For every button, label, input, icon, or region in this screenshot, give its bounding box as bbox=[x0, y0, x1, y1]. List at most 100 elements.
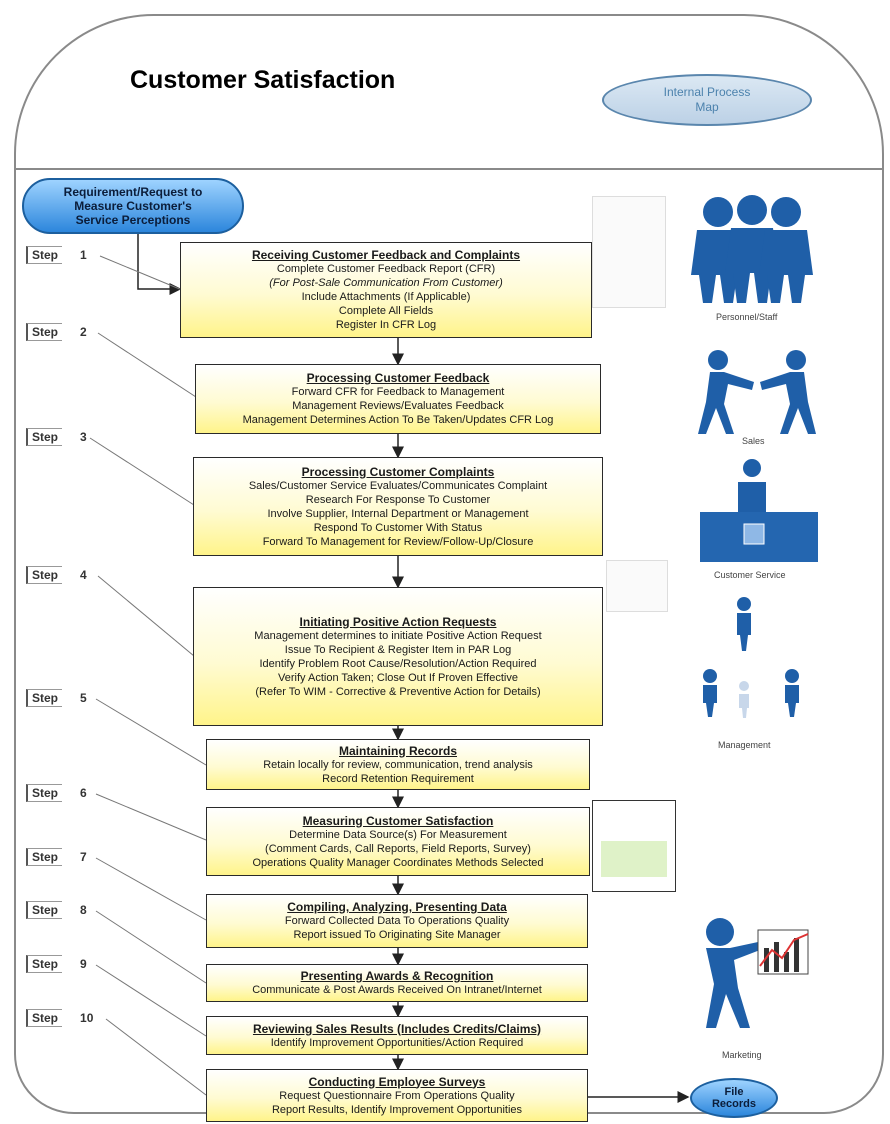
step-word: Step bbox=[26, 901, 63, 919]
step-word: Step bbox=[26, 1009, 63, 1027]
step-label: Step 2 bbox=[26, 323, 87, 341]
start-node-line: Measure Customer's bbox=[74, 199, 192, 213]
step-line: (For Post-Sale Communication From Custom… bbox=[269, 277, 503, 289]
step-pointer-line bbox=[95, 793, 207, 841]
step-9-box: Reviewing Sales Results (Includes Credit… bbox=[206, 1016, 588, 1055]
step-line: Operations Quality Manager Coordinates M… bbox=[252, 856, 544, 869]
step-line: Management Determines Action To Be Taken… bbox=[242, 414, 554, 426]
management-figures-icon bbox=[703, 597, 799, 718]
document-thumbnail bbox=[592, 196, 666, 308]
step-pointer-line bbox=[97, 332, 197, 398]
step-word: Step bbox=[26, 323, 63, 341]
step-line: Sales/Customer Service Evaluates/Communi… bbox=[248, 479, 548, 492]
document-thumbnail bbox=[606, 560, 668, 612]
step-line: Request Questionnaire From Operations Qu… bbox=[279, 1089, 515, 1102]
step-1-box: Receiving Customer Feedback and Complain… bbox=[180, 242, 592, 338]
file-records-line: File bbox=[724, 1086, 744, 1098]
step-number: 10 bbox=[80, 1011, 94, 1025]
step-line: Forward Collected Data To Operations Qua… bbox=[284, 915, 510, 927]
step-line: Respond To Customer With Status bbox=[313, 521, 483, 534]
step-label: Step 10 bbox=[26, 1009, 93, 1027]
step-4-box: Initiating Positive Action Requests Mana… bbox=[193, 587, 603, 726]
step-line: Research For Response To Customer bbox=[305, 493, 491, 506]
badge-line: Internal Process bbox=[663, 85, 751, 99]
step-line: Register In CFR Log bbox=[335, 319, 437, 331]
step-pointer-line bbox=[89, 437, 195, 506]
step-number: 1 bbox=[80, 248, 87, 262]
header-divider bbox=[16, 168, 882, 170]
step-heading: Compiling, Analyzing, Presenting Data bbox=[287, 900, 507, 914]
start-node: Requirement/Request to Measure Customer'… bbox=[22, 178, 244, 234]
step-line: Verify Action Taken; Close Out If Proven… bbox=[278, 671, 518, 684]
file-records-node: File Records bbox=[690, 1078, 778, 1118]
survey-form-thumbnail bbox=[592, 800, 676, 892]
step-8-box: Presenting Awards & Recognition Communic… bbox=[206, 964, 588, 1002]
caption-personnel-staff: Personnel/Staff bbox=[716, 312, 778, 322]
step-line: Complete Customer Feedback Report (CFR) bbox=[276, 263, 496, 275]
step-label: Step 3 bbox=[26, 428, 87, 446]
step-word: Step bbox=[26, 784, 63, 802]
caption-sales: Sales bbox=[742, 436, 765, 446]
step-heading: Reviewing Sales Results (Includes Credit… bbox=[252, 1021, 542, 1036]
step-pointer-line bbox=[95, 857, 207, 921]
step-heading: Conducting Employee Surveys bbox=[308, 1074, 486, 1089]
step-heading: Maintaining Records bbox=[338, 743, 457, 758]
step-number: 5 bbox=[80, 691, 87, 705]
step-number: 6 bbox=[80, 786, 87, 800]
step-word: Step bbox=[26, 955, 63, 973]
step-10-box: Conducting Employee Surveys Request Ques… bbox=[206, 1069, 588, 1122]
step-6-box: Measuring Customer Satisfaction Determin… bbox=[206, 807, 590, 876]
step-label: Step 5 bbox=[26, 689, 87, 707]
step-word: Step bbox=[26, 848, 63, 866]
step-word: Step bbox=[26, 246, 63, 264]
step-line: Forward To Management for Review/Follow-… bbox=[262, 535, 534, 548]
step-line: Management determines to initiate Positi… bbox=[254, 629, 542, 642]
step-label: Step 9 bbox=[26, 955, 87, 973]
step-heading: Receiving Customer Feedback and Complain… bbox=[251, 248, 521, 262]
caption-customer-service: Customer Service bbox=[714, 570, 786, 580]
step-line: Issue To Recipient & Register Item in PA… bbox=[284, 643, 512, 656]
step-word: Step bbox=[26, 566, 63, 584]
step-line: Communicate & Post Awards Received On In… bbox=[252, 984, 542, 996]
step-heading: Presenting Awards & Recognition bbox=[300, 969, 494, 983]
step-label: Step 6 bbox=[26, 784, 87, 802]
step-line: Record Retention Requirement bbox=[322, 772, 474, 785]
step-word: Step bbox=[26, 689, 63, 707]
step-line: Management Reviews/Evaluates Feedback bbox=[292, 400, 504, 412]
step-number: 2 bbox=[80, 325, 87, 339]
step-pointer-line bbox=[95, 964, 207, 1037]
page-title: Customer Satisfaction bbox=[130, 66, 396, 94]
start-node-line: Requirement/Request to bbox=[63, 185, 203, 199]
step-number: 3 bbox=[80, 430, 87, 444]
personnel-staff-icon bbox=[691, 195, 813, 303]
step-line: Identify Problem Root Cause/Resolution/A… bbox=[259, 657, 537, 670]
step-pointer-line bbox=[105, 1018, 207, 1096]
step-5-box: Maintaining Records Retain locally for r… bbox=[206, 739, 590, 790]
step-line: Determine Data Source(s) For Measurement bbox=[289, 828, 507, 841]
step-heading: Processing Customer Feedback bbox=[306, 371, 490, 385]
step-line: Report Results, Identify Improvement Opp… bbox=[271, 1103, 523, 1116]
step-number: 7 bbox=[80, 850, 87, 864]
step-pointer-line bbox=[95, 910, 207, 984]
step-line: (Comment Cards, Call Reports, Field Repo… bbox=[265, 842, 531, 855]
step-number: 9 bbox=[80, 957, 87, 971]
step-2-box: Processing Customer Feedback Forward CFR… bbox=[195, 364, 601, 434]
step-label: Step 1 bbox=[26, 246, 87, 264]
marketing-presenter-icon bbox=[706, 918, 809, 1028]
step-line: (Refer To WIM - Corrective & Preventive … bbox=[255, 685, 541, 698]
step-word: Step bbox=[26, 428, 63, 446]
step-heading: Processing Customer Complaints bbox=[301, 464, 495, 479]
step-number: 4 bbox=[80, 568, 87, 582]
badge-line: Map bbox=[695, 100, 719, 114]
step-pointer-line bbox=[97, 575, 195, 657]
step-line: Retain locally for review, communication… bbox=[263, 758, 533, 771]
step-pointer-line bbox=[95, 698, 207, 766]
caption-marketing: Marketing bbox=[722, 1050, 762, 1060]
step-heading: Initiating Positive Action Requests bbox=[299, 614, 497, 629]
step-label: Step 4 bbox=[26, 566, 87, 584]
step-pointer-line bbox=[99, 255, 183, 291]
step-line: Complete All Fields bbox=[338, 305, 434, 317]
file-records-line: Records bbox=[711, 1098, 757, 1110]
start-node-line: Service Perceptions bbox=[75, 213, 191, 227]
